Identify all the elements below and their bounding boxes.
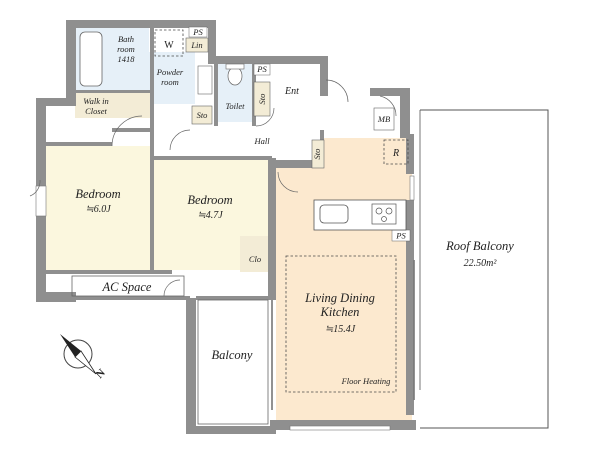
kitchen-stove: [371, 203, 397, 225]
roof-balcony-area: 22.50m²: [464, 258, 498, 269]
compass: N: [60, 334, 108, 381]
windows: [35, 175, 415, 431]
storage-hall-box: [311, 139, 325, 169]
compass-needle-icon: [60, 334, 81, 357]
roof-balcony-outline: [420, 109, 549, 429]
balcony-label: Balcony: [212, 348, 253, 362]
mb-label: MB: [377, 114, 390, 124]
hall-label: Hall: [253, 136, 270, 146]
ps-toilet-label: PS: [256, 64, 267, 74]
floor-heating-label: Floor Heating: [341, 376, 391, 386]
compass-label: N: [94, 367, 108, 381]
storage-hall-label: Sto: [312, 149, 322, 160]
door-swings: [29, 79, 397, 297]
refrigerator-space: [383, 139, 409, 165]
walk-in-closet-fill: [75, 92, 151, 118]
storage-powder-label: Sto: [197, 110, 208, 120]
bedroom1-name: Bedroom: [75, 187, 120, 201]
storage-toilet-box: [253, 81, 271, 117]
kitchen-sink: [319, 204, 349, 224]
toilet-label: Toilet: [225, 101, 245, 111]
vanity: [197, 65, 213, 95]
bathtub: [79, 31, 103, 87]
ac-space-label: AC Space: [102, 280, 152, 294]
balcony-area: [197, 299, 269, 425]
linen-label: Lin: [190, 40, 202, 50]
storage-powder-box: [191, 105, 213, 125]
closet-label: Clo: [249, 254, 261, 264]
ps-toilet-box: [253, 63, 271, 76]
closet-fill: [240, 236, 270, 272]
roof-balcony-name: Roof Balcony: [445, 239, 514, 253]
mb-box: [373, 107, 395, 131]
washer-space: [154, 29, 184, 57]
linen-shelf: [185, 37, 209, 53]
floor-heating-area: [285, 255, 397, 393]
washer-label: W: [164, 40, 174, 51]
entrance-label: Ent: [284, 86, 299, 97]
bedroom2-area: ≒4.7J: [197, 210, 223, 221]
ps-kitchen-label: PS: [395, 231, 406, 241]
ldk-area: ≒15.4J: [325, 324, 356, 335]
ac-space-area: [71, 275, 185, 297]
ps-top-box: [188, 26, 208, 38]
bedroom2-name: Bedroom: [187, 193, 232, 207]
bedroom1-area: ≒6.0J: [85, 204, 111, 215]
ps-top-label: PS: [192, 27, 203, 37]
toilet-tank: [225, 63, 245, 70]
toilet-bowl: [227, 66, 243, 86]
refrigerator-label: R: [392, 148, 399, 159]
powder-room-fill: [149, 52, 195, 104]
bedroom1-fill: [42, 146, 154, 270]
storage-toilet-label: Sto: [257, 94, 267, 105]
